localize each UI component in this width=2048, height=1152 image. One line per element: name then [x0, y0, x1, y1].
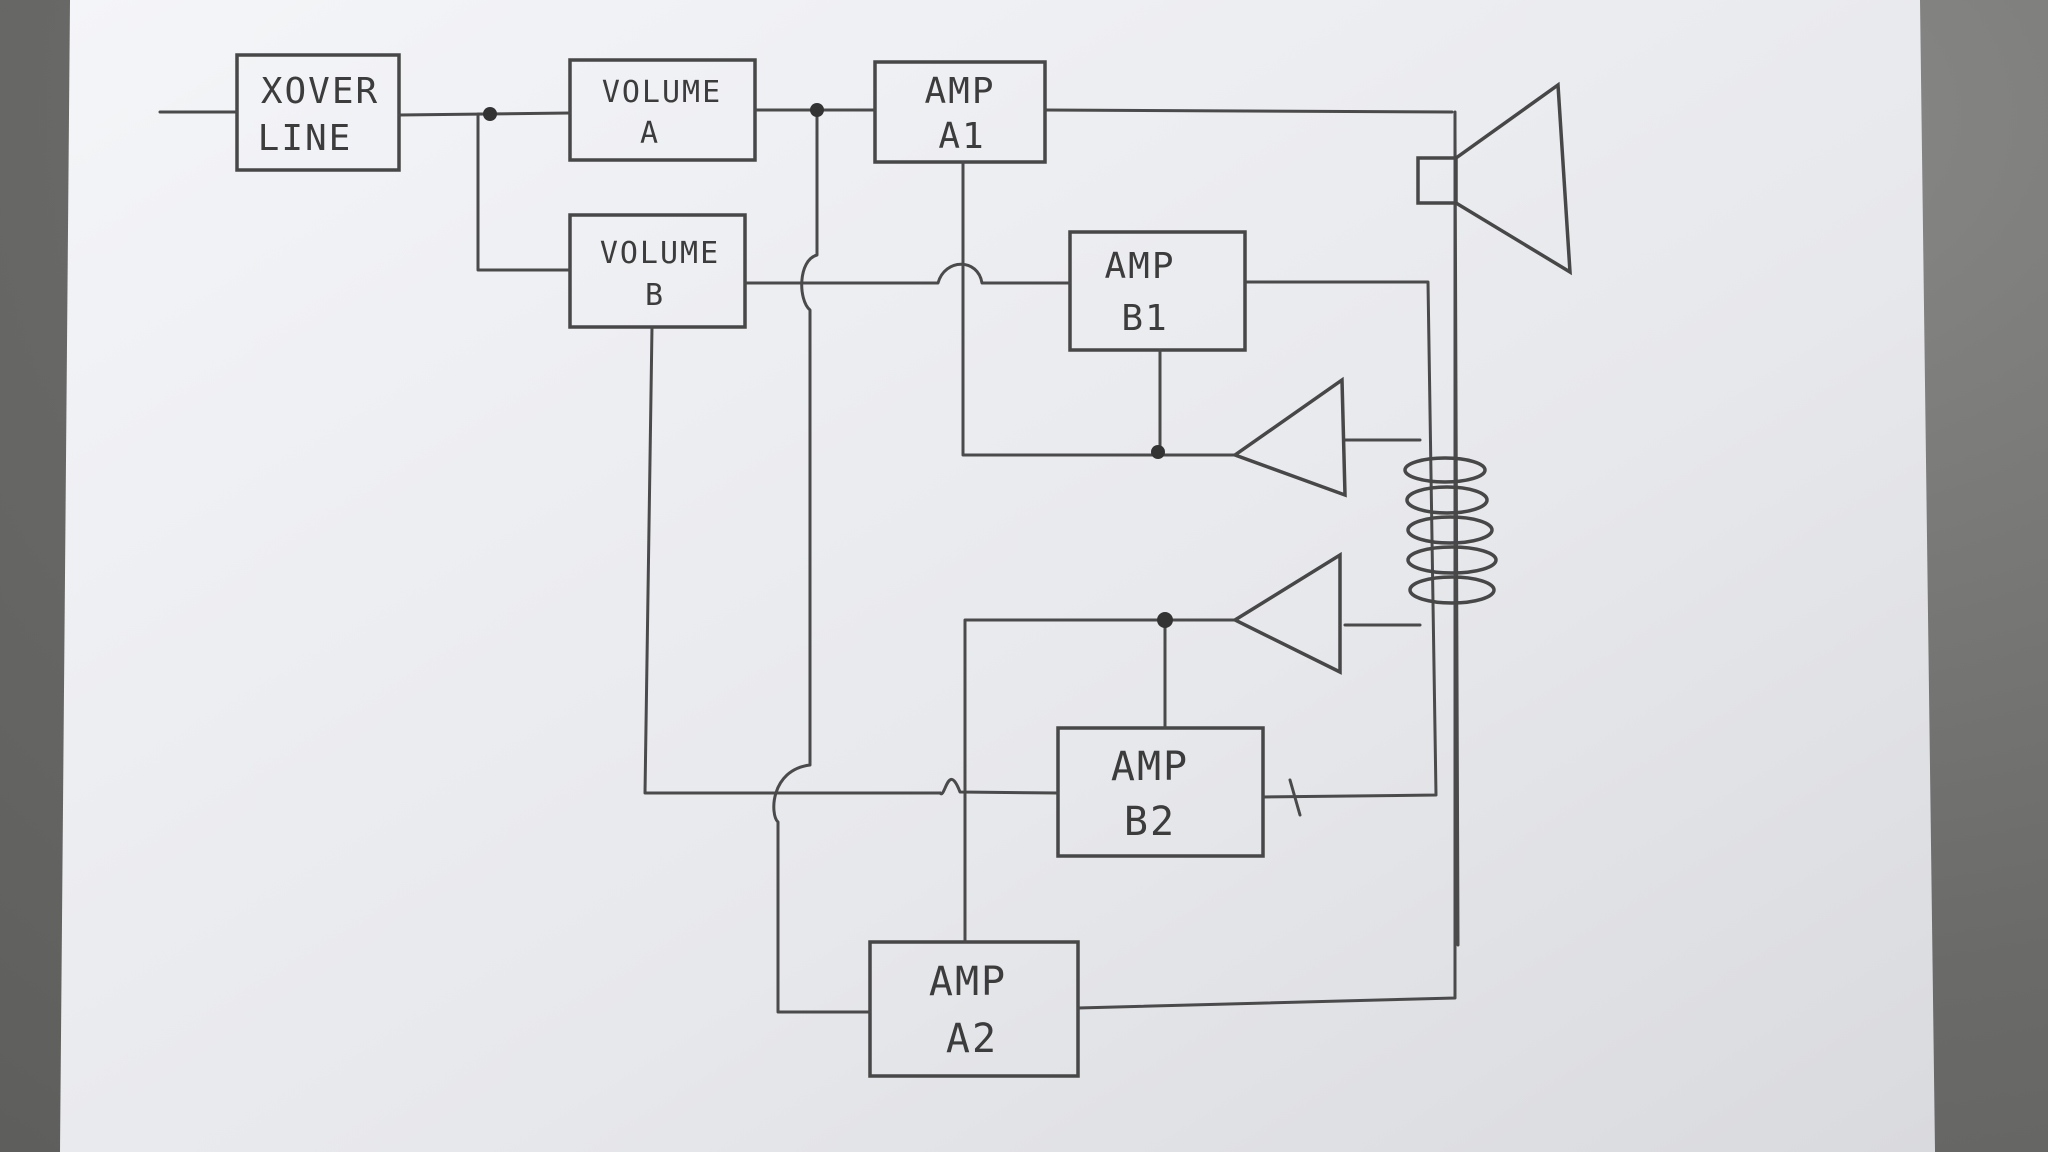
amp-a2-block: AMP A2 [868, 940, 1080, 1078]
sense-amp-lower-icon [1231, 551, 1342, 675]
volume-b-block: VOLUME B [568, 213, 747, 329]
wiring [158, 108, 1460, 1014]
junction-dot [1151, 445, 1165, 459]
amp-b1-label-1: AMP [1104, 246, 1175, 287]
amp-b2-block: AMP B2 [1056, 726, 1265, 858]
xover-label: XOVER [261, 71, 379, 112]
junction-dot [810, 103, 824, 117]
sense-amp-upper-icon [1231, 376, 1347, 498]
amp-b1-label-2: B1 [1121, 298, 1168, 339]
volume-b-label-1: VOLUME [600, 236, 720, 271]
coil-icon [1403, 456, 1498, 605]
junction-dot [483, 107, 497, 121]
volume-b-label-2: B [645, 278, 665, 313]
amp-b1-block: AMP B1 [1068, 230, 1247, 352]
junction-dot [1157, 612, 1173, 628]
amp-a2-label-2: A2 [946, 1016, 998, 1062]
paper-sheet [60, 0, 1935, 1152]
speaker-icon [1416, 81, 1572, 276]
amp-a1-label-2: A1 [938, 116, 985, 157]
amp-b2-label-2: B2 [1124, 799, 1176, 845]
amp-b2-label-1: AMP [1111, 744, 1189, 790]
amp-a2-label-1: AMP [929, 959, 1007, 1005]
volume-a-label-1: VOLUME [602, 75, 722, 110]
volume-a-label-2: A [640, 116, 660, 151]
amp-a1-block: AMP A1 [873, 60, 1047, 164]
line-label: LINE [258, 118, 353, 159]
volume-a-block: VOLUME A [568, 58, 757, 162]
amp-a1-label-1: AMP [924, 71, 995, 112]
junction-dots [483, 103, 1173, 628]
xover-line-block: XOVER LINE [235, 53, 401, 172]
